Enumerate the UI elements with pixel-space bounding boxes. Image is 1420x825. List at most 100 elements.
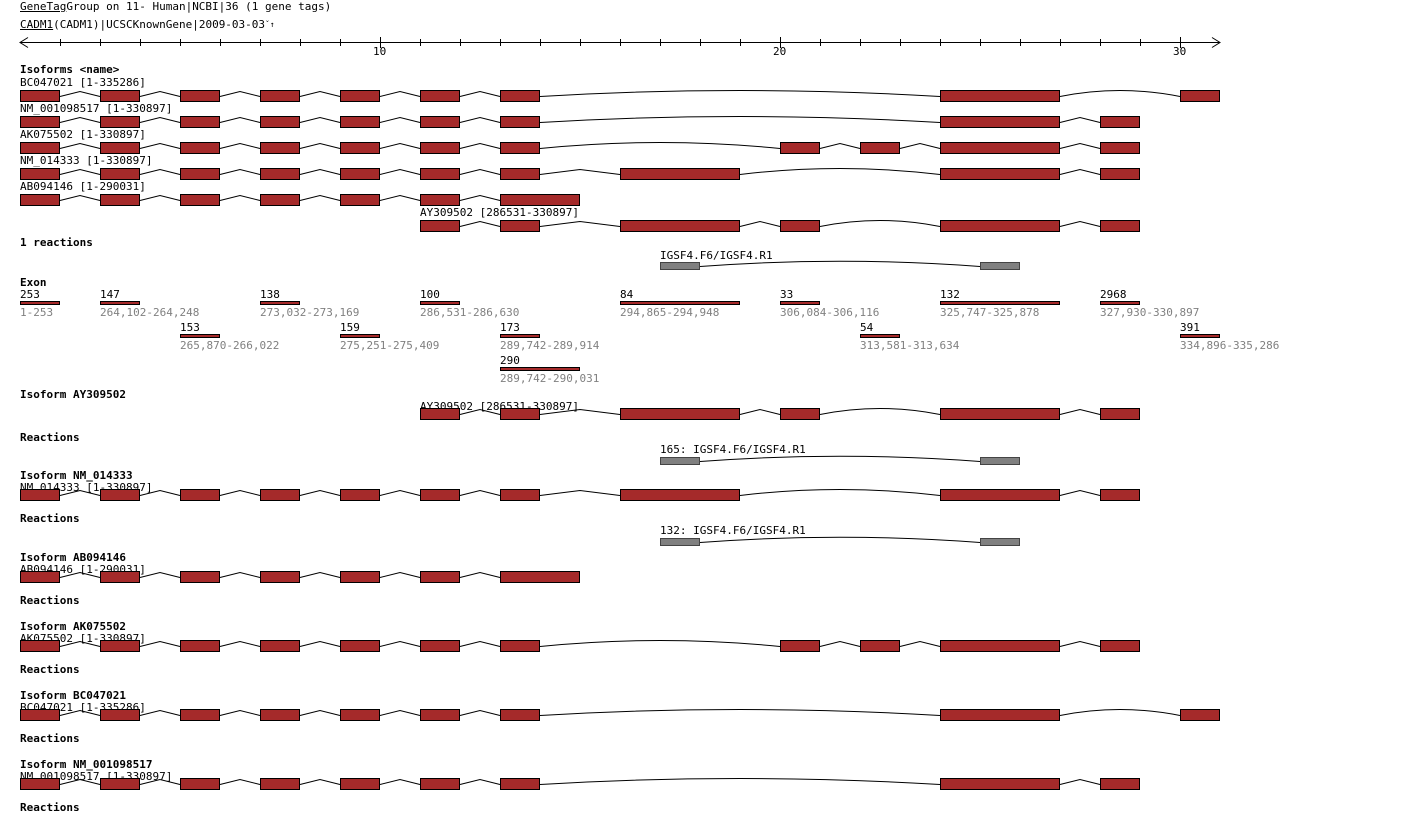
exon-block <box>100 116 140 128</box>
reactions-heading: Reactions <box>20 732 80 745</box>
gene-link[interactable]: CADM1 <box>20 18 54 31</box>
exon-block <box>940 489 1060 501</box>
exon-block <box>260 489 300 501</box>
intron-line <box>59 116 101 123</box>
exon-bar <box>500 367 580 371</box>
exon-block <box>340 90 380 102</box>
intron-line <box>59 168 101 175</box>
intron-line <box>899 640 941 647</box>
intron-line <box>459 489 501 496</box>
exon-block <box>1100 116 1140 128</box>
exon-block <box>20 489 60 501</box>
intron-line <box>299 168 341 175</box>
primer-reverse <box>980 538 1020 546</box>
intron-line <box>59 489 101 496</box>
exon-block <box>100 142 140 154</box>
primer-label: 132: IGSF4.F6/IGSF4.R1 <box>660 524 806 537</box>
exon-block <box>100 778 140 790</box>
intron-line <box>299 778 341 785</box>
exon-block <box>940 168 1060 180</box>
exon-block <box>420 571 460 583</box>
exon-length: 173 <box>500 321 520 334</box>
intron-line <box>219 168 261 175</box>
intron-line <box>299 194 341 201</box>
axis-label: 10 <box>373 45 387 58</box>
intron-line <box>59 571 101 578</box>
intron-line <box>1059 116 1101 123</box>
intron-line <box>459 571 501 578</box>
exon-block <box>940 116 1060 128</box>
exon-block <box>180 194 220 206</box>
exon-block <box>260 194 300 206</box>
exon-block <box>100 194 140 206</box>
intron-line <box>139 142 181 149</box>
intron-line <box>459 194 501 201</box>
exon-bar <box>180 334 220 338</box>
exon-block <box>500 90 540 102</box>
intron-line <box>1059 778 1101 785</box>
exon-block <box>500 142 540 154</box>
genetag-link[interactable]: GeneTag <box>20 0 67 13</box>
isoform-label: NM_001098517 [1-330897] <box>20 102 173 115</box>
exon-block <box>1180 709 1220 721</box>
intron-line <box>379 640 421 647</box>
exon-block <box>420 640 460 652</box>
primer-forward <box>660 262 700 270</box>
exon-length: 84 <box>620 288 634 301</box>
primer-label: 165: IGSF4.F6/IGSF4.R1 <box>660 443 806 456</box>
exon-block <box>20 640 60 652</box>
exon-length: 290 <box>500 354 520 367</box>
exon-bar <box>500 334 540 338</box>
exon-block <box>1180 90 1220 102</box>
exon-range: 294,865-294,948 <box>620 306 720 319</box>
exon-block <box>780 408 820 420</box>
exon-block <box>260 778 300 790</box>
exon-range: 325,747-325,878 <box>940 306 1040 319</box>
exon-block <box>500 116 540 128</box>
exon-block <box>940 90 1060 102</box>
intron-line <box>379 142 421 149</box>
exon-block <box>780 640 820 652</box>
exon-block <box>940 220 1060 232</box>
intron-line <box>299 571 341 578</box>
exon-block <box>260 709 300 721</box>
exon-block <box>620 489 740 501</box>
exon-range: 286,531-286,630 <box>420 306 520 319</box>
amplicon-line <box>699 455 981 462</box>
exon-block <box>340 778 380 790</box>
intron-line <box>899 142 941 149</box>
intron-line <box>539 640 781 647</box>
intron-line <box>379 709 421 716</box>
exon-block <box>500 571 580 583</box>
intron-line <box>59 778 101 785</box>
exon-length: 132 <box>940 288 960 301</box>
intron-line <box>219 571 261 578</box>
isoform-label: AK075502 [1-330897] <box>20 128 146 141</box>
exon-range: 1-253 <box>20 306 54 319</box>
reactions-heading: Reactions <box>20 801 80 814</box>
exon-block <box>1100 778 1140 790</box>
intron-line <box>219 90 261 97</box>
sort-arrows-icon[interactable]: ˇ↑ <box>265 20 275 29</box>
intron-line <box>139 709 181 716</box>
intron-line <box>739 168 941 175</box>
intron-line <box>299 640 341 647</box>
exon-length: 33 <box>780 288 794 301</box>
exon-range: 265,870-266,022 <box>180 339 280 352</box>
exon-block <box>780 142 820 154</box>
intron-line <box>539 220 621 227</box>
intron-line <box>379 194 421 201</box>
intron-line <box>379 489 421 496</box>
exon-block <box>180 142 220 154</box>
exon-block <box>260 90 300 102</box>
intron-line <box>459 142 501 149</box>
intron-line <box>59 142 101 149</box>
exon-block <box>100 640 140 652</box>
exon-block <box>180 778 220 790</box>
exon-bar <box>780 301 820 305</box>
intron-line <box>299 90 341 97</box>
exon-bar <box>1180 334 1220 338</box>
exon-block <box>100 709 140 721</box>
exon-block <box>420 408 460 420</box>
exon-block <box>340 116 380 128</box>
